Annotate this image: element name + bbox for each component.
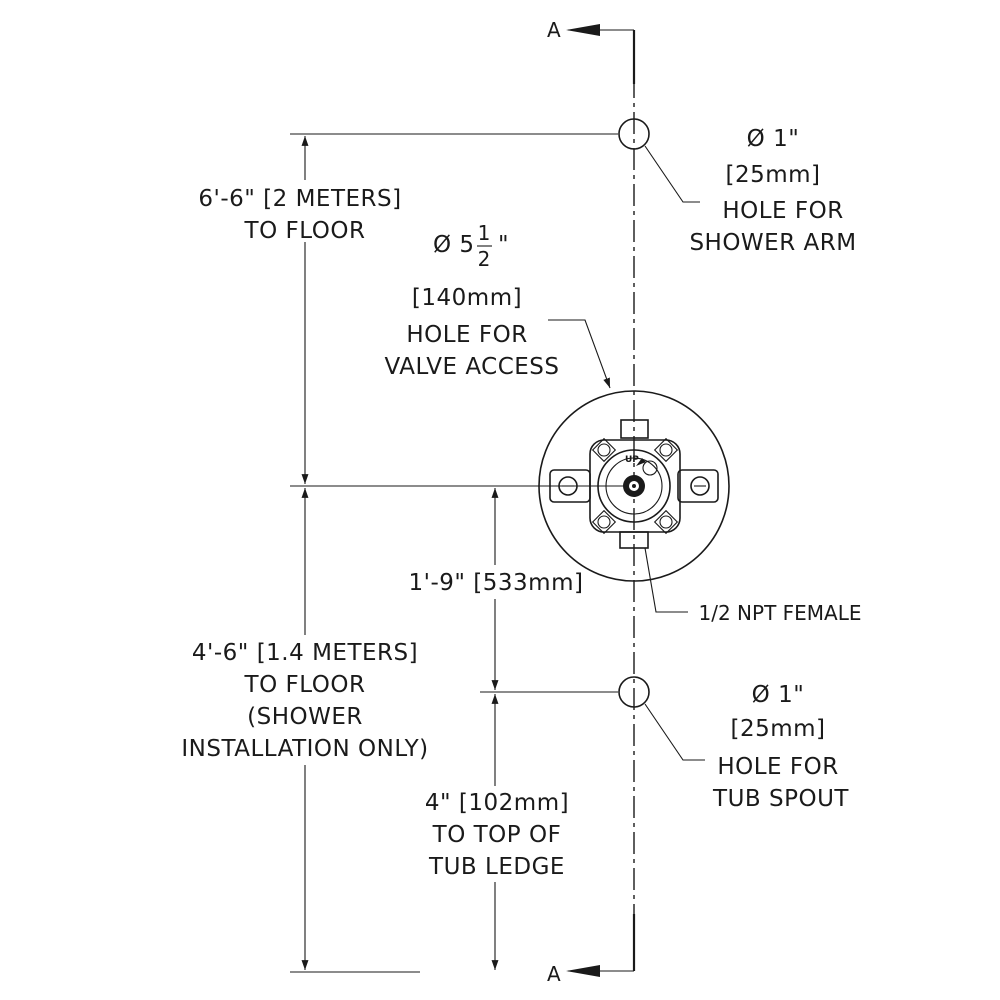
valve-access-leader xyxy=(548,319,611,389)
tub-spout-leader xyxy=(644,703,705,761)
section-label-bottom: A xyxy=(547,962,561,986)
shower-arm-diameter: Ø 1" xyxy=(747,126,800,152)
tub-ledge-callout: 4" [102mm] TO TOP OF TUB LEDGE xyxy=(425,790,569,880)
valve-access-inch-mark: " xyxy=(498,232,509,258)
valve-access-fraction-den: 2 xyxy=(478,247,491,271)
tub-ledge-line2: TO TOP OF xyxy=(432,822,562,848)
section-marker-top: A xyxy=(547,18,636,84)
valve-body: UP xyxy=(538,390,730,582)
shower-arm-metric: [25mm] xyxy=(725,162,820,188)
tub-spout-metric: [25mm] xyxy=(730,716,825,742)
valve-height-line2: TO FLOOR xyxy=(244,672,366,698)
shower-arm-callout: Ø 1" [25mm] HOLE FOR SHOWER ARM xyxy=(689,126,856,256)
npt-label: 1/2 NPT FEMALE xyxy=(699,601,862,625)
section-label-top: A xyxy=(547,18,561,42)
tub-spout-line2: TUB SPOUT xyxy=(712,786,849,812)
tub-spout-hole xyxy=(618,676,650,708)
tub-spout-callout: Ø 1" [25mm] HOLE FOR TUB SPOUT xyxy=(712,682,849,812)
valve-access-metric: [140mm] xyxy=(412,285,522,311)
shower-height-callout: 6'-6" [2 METERS] TO FLOOR xyxy=(198,186,401,244)
shower-height-line2: TO FLOOR xyxy=(244,218,366,244)
npt-leader xyxy=(644,547,688,613)
tub-spout-line1: HOLE FOR xyxy=(717,754,838,780)
valve-up-marking: UP xyxy=(625,455,639,465)
valve-access-diameter: Ø 5 xyxy=(433,232,475,258)
valve-access-outline xyxy=(538,390,730,582)
valve-height-line1: 4'-6" [1.4 METERS] xyxy=(192,640,418,666)
valve-to-spout-label: 1'-9" [533mm] xyxy=(409,570,584,596)
shower-arm-leader xyxy=(644,145,700,203)
shower-arm-hole xyxy=(618,118,650,150)
valve-access-line1: HOLE FOR xyxy=(406,322,527,348)
valve-height-callout: 4'-6" [1.4 METERS] TO FLOOR (SHOWER INST… xyxy=(181,640,428,762)
valve-access-callout: Ø 5 1 2 " [140mm] HOLE FOR VALVE ACCESS xyxy=(384,221,559,380)
shower-arm-line1: HOLE FOR xyxy=(722,198,843,224)
valve-access-fraction-num: 1 xyxy=(478,221,491,245)
valve-height-line4: INSTALLATION ONLY) xyxy=(181,736,428,762)
shower-arm-line2: SHOWER ARM xyxy=(689,230,856,256)
valve-access-line2: VALVE ACCESS xyxy=(384,354,559,380)
tub-ledge-line3: TUB LEDGE xyxy=(428,854,565,880)
tub-spout-diameter: Ø 1" xyxy=(752,682,805,708)
section-marker-bottom: A xyxy=(547,914,636,986)
valve-height-line3: (SHOWER xyxy=(247,704,363,730)
tub-ledge-line1: 4" [102mm] xyxy=(425,790,569,816)
shower-height-line1: 6'-6" [2 METERS] xyxy=(198,186,401,212)
